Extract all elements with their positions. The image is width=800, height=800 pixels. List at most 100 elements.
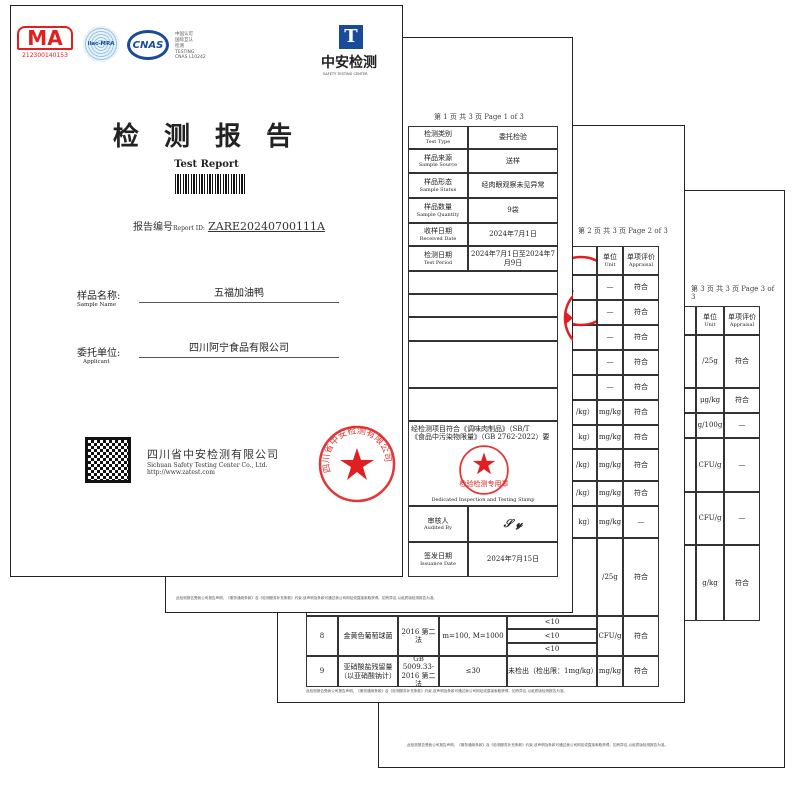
- table-row: [408, 271, 558, 294]
- unit-cell: mg/kg: [597, 481, 623, 506]
- barcode: [175, 174, 245, 194]
- appraisal-cell: 符合: [623, 538, 659, 616]
- unit-cell: CFU/g: [696, 438, 724, 492]
- appraisal-cell: 符合: [623, 300, 659, 325]
- unit-cell: CFU/g: [696, 492, 724, 545]
- appraisal-cell: 符合: [623, 656, 659, 687]
- appraisal-cell: 符合: [623, 481, 659, 506]
- limit: ≤30: [439, 656, 507, 687]
- unit-cell: CFU/g: [597, 616, 623, 656]
- report-id: 报告编号Report ID: ZARE20240700111A: [133, 220, 325, 233]
- sample-name-label: 样品名称:Sample Name: [77, 291, 121, 308]
- page-header: 第 3 页 共 3 页 Page 3 of 3: [691, 285, 775, 302]
- appraisal-cell: —: [724, 413, 760, 438]
- unit-cell: /25g: [597, 538, 623, 616]
- appraisal-cell: 符合: [623, 350, 659, 375]
- page-footer: 此检测报告受我公司报告声明、《服务通用条款》及《检测服务补充条款》约束,该声明及…: [306, 689, 568, 693]
- unit-cell: μg/kg: [696, 388, 724, 413]
- appraisal-cell: 符合: [724, 388, 760, 413]
- applicant-label: 委托单位:Applicant: [77, 348, 121, 365]
- page-footer: 此检测报告受我公司报告声明、《服务通用条款》及《检测服务补充条款》约束,该声明及…: [407, 743, 669, 747]
- result: <10: [507, 616, 597, 630]
- test-method: GB 5009.33-2016 第二法: [398, 655, 439, 688]
- unit-cell: mg/kg: [597, 425, 623, 449]
- appraisal-cell: —: [724, 438, 760, 492]
- unit-cell: —: [597, 375, 623, 400]
- issue-date-value: 2024年7月15日: [468, 542, 558, 577]
- company-seal: 四川省中安检测有限公司: [318, 424, 396, 503]
- brand-name: 中安检测: [321, 55, 377, 71]
- page-title: 检 测 报 告: [112, 122, 301, 152]
- cnas-logo: CNAS: [127, 30, 169, 60]
- appraisal-cell: 符合: [623, 325, 659, 350]
- unit-cell: g/kg: [696, 545, 724, 621]
- test-item: 亚硝酸盐残留量（以亚硝酸钠计）: [338, 656, 398, 687]
- appraisal-cell: 符合: [724, 335, 760, 388]
- appraisal-cell: 符合: [623, 275, 659, 300]
- field-value: 9袋: [468, 198, 558, 223]
- conclusion-cell: 经检测项目符合《调味肉制品》（SB/T《食品中污染物限量》（GB 2762-20…: [408, 421, 558, 506]
- svg-text:检验检测专用章: 检验检测专用章: [459, 479, 508, 488]
- appraisal-cell: 符合: [623, 616, 659, 656]
- appraisal-cell: 符合: [623, 400, 659, 425]
- result: <10: [507, 629, 597, 643]
- page-header: 第 2 页 共 3 页 Page 2 of 3: [578, 227, 668, 235]
- star-icon: [340, 448, 374, 480]
- qr-code: [85, 437, 131, 483]
- appraisal-cell: 符合: [623, 375, 659, 400]
- company-info: 四川省中安检测有限公司 Sichuan Safety Testing Cente…: [147, 448, 279, 476]
- safety-testing-logo-icon: T: [339, 25, 363, 49]
- cma-logo: MA 212300140153: [17, 26, 73, 59]
- appraisal-cell: —: [724, 492, 760, 545]
- row-number: 8: [306, 616, 338, 656]
- test-item: 金黄色葡萄球菌: [338, 616, 398, 656]
- unit-cell: —: [597, 275, 623, 300]
- report-cover: MA 212300140153 ilac-MRA CNAS 中国认可国际互认检测…: [10, 5, 403, 577]
- table-row: [408, 388, 558, 421]
- limit: m=100, M=1000: [439, 616, 507, 656]
- appraisal-cell: 符合: [623, 449, 659, 481]
- page-header: 第 1 页 共 3 页 Page 1 of 3: [434, 113, 524, 121]
- signature: 𝒮 𝓎: [468, 506, 558, 542]
- unit-cell: —: [597, 300, 623, 325]
- field-value: 委托检验: [468, 126, 558, 149]
- row-number: 9: [306, 656, 338, 687]
- table-row: [408, 317, 558, 341]
- page-subtitle: Test Report: [174, 159, 239, 170]
- appraisal-cell: —: [623, 506, 659, 538]
- field-value: 送样: [468, 149, 558, 173]
- unit-cell: —: [597, 350, 623, 375]
- partial-seal: [563, 294, 573, 342]
- appraisal-cell: 符合: [623, 425, 659, 449]
- table-row: [408, 341, 558, 388]
- unit-cell: /25g: [696, 335, 724, 388]
- ilac-mra-logo: ilac-MRA: [83, 26, 119, 62]
- unit-cell: mg/kg: [597, 656, 623, 687]
- result: 未检出（检出限：1mg/kg）: [507, 656, 598, 687]
- result: <10: [507, 642, 597, 656]
- unit-cell: g/100g: [696, 413, 724, 438]
- applicant-value: 四川阿宁食品有限公司: [139, 339, 339, 358]
- field-value: 2024年7月1日至2024年7月9日: [468, 246, 558, 271]
- page-footer: 此检测报告受我公司报告声明、《服务通用条款》及《检测服务补充条款》约束,该声明及…: [176, 596, 438, 600]
- unit-cell: —: [597, 325, 623, 350]
- field-value: 经肉眼观察未见异常: [468, 173, 558, 198]
- test-method: 2016 第二法: [398, 616, 439, 656]
- field-value: 2024年7月1日: [468, 223, 558, 246]
- table-row: [408, 294, 558, 317]
- unit-cell: mg/kg: [597, 400, 623, 425]
- unit-cell: mg/kg: [597, 506, 623, 538]
- appraisal-cell: 符合: [724, 545, 760, 621]
